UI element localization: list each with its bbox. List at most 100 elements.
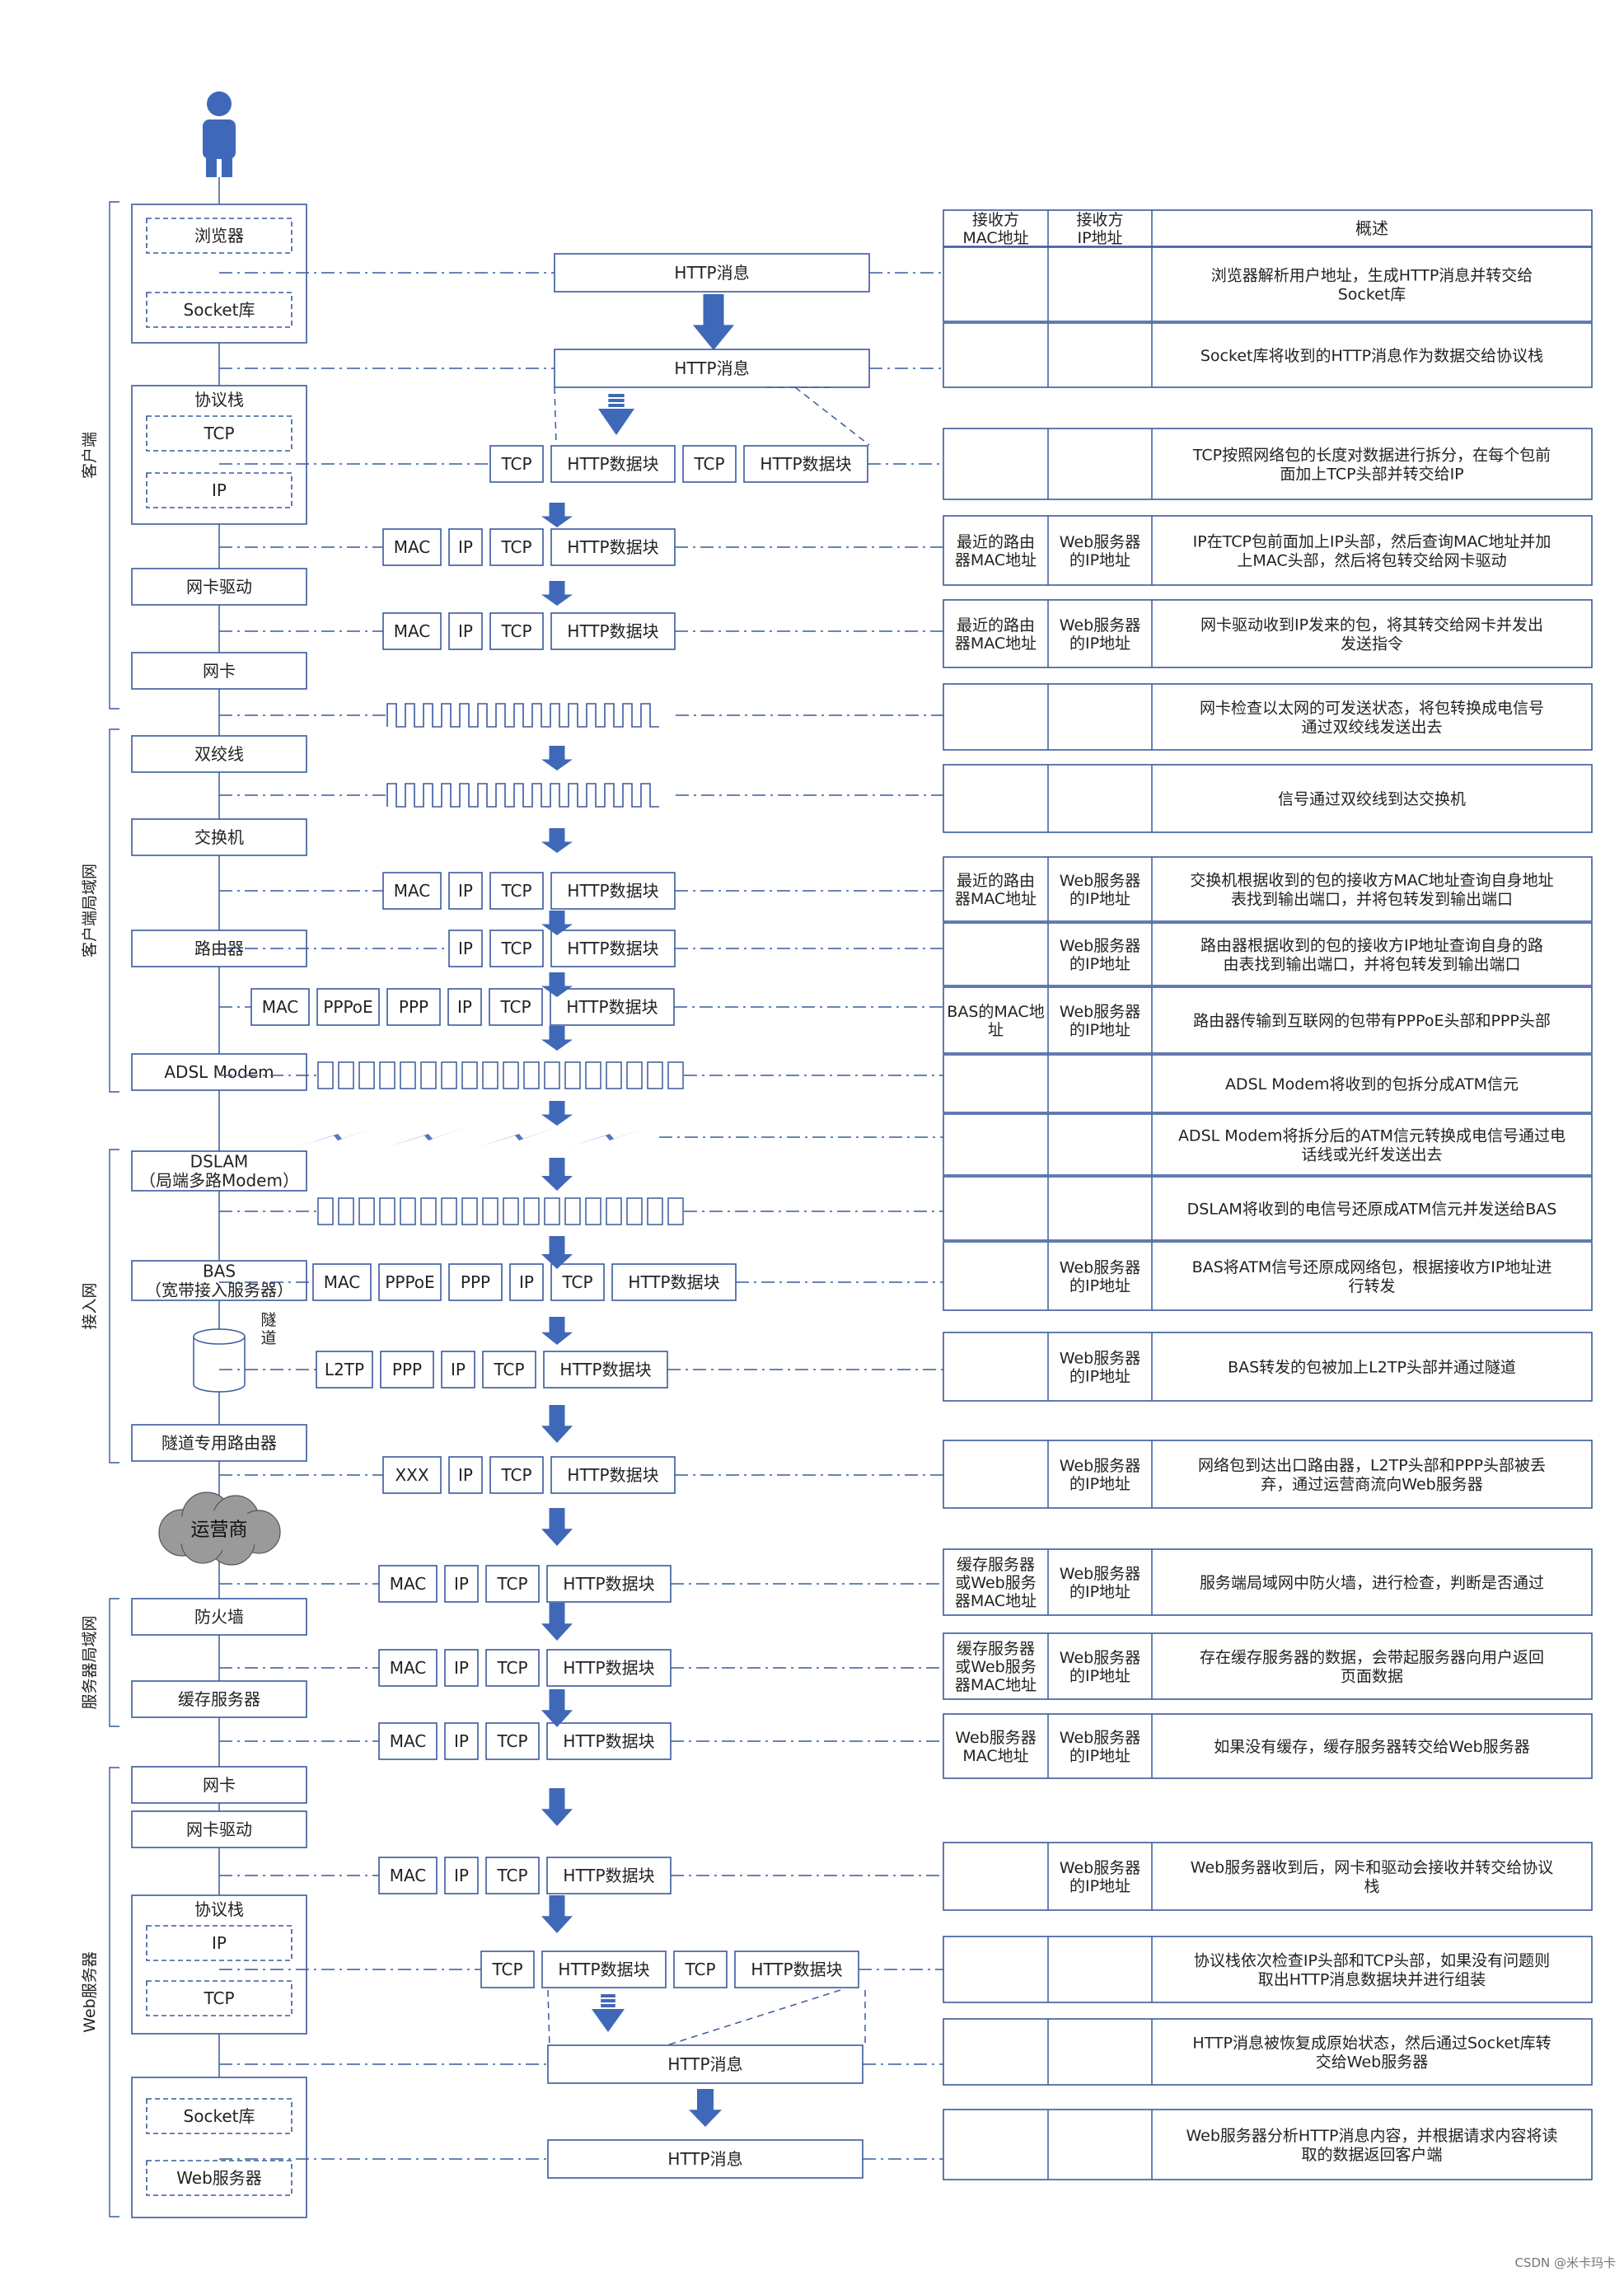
packet-field [448,1263,503,1301]
cell-summary: Web服务器收到后，网卡和驱动会接收并转交给协议栈 [1191,1858,1553,1895]
flow-arrow [541,1026,573,1051]
section-label: 服务器局域网 [81,1615,99,1709]
split-guide [794,386,870,446]
section-label: 客户端局域网 [81,864,99,958]
device-label: 网卡驱动 [186,1819,252,1839]
cell-summary: DSLAM将收到的电信号还原成ATM信元并发送给BAS [1187,1200,1557,1218]
packet-field [489,872,544,910]
http-message-label: HTTP消息 [667,2054,742,2074]
packet-field-label: TCP [500,1465,531,1485]
packet-field-label: TCP [500,454,531,474]
packet-field [546,1857,672,1894]
server-tcp-box [146,1980,293,2016]
packet-field [550,445,676,483]
switch-box [131,818,307,856]
packet-field [489,1456,544,1494]
cell-summary: HTTP消息被恢复成原始状态，然后通过Socket库转交给Web服务器 [1192,2034,1551,2071]
user-icon [203,91,236,177]
device-label: 双绞线 [194,744,244,764]
cell-recv-ip: Web服务器的IP地址 [1060,1649,1140,1685]
table-row [943,2018,1593,2086]
packet-field [444,1722,479,1760]
packet-field [550,1456,676,1494]
packet-field-label: IP [454,1731,469,1751]
device-label: BAS（宽带接入服务器） [145,1262,293,1300]
packet-field-label: PPP [399,997,428,1017]
flow-arrow [689,2089,722,2127]
flow-arrow [541,1603,573,1641]
cell-summary: 交换机根据收到的包的接收方MAC地址查询自身地址表找到输出端口，并将包转发到输出… [1190,871,1553,908]
watermark: CSDN @米卡玛卡 [1514,2255,1616,2270]
packet-field [448,872,483,910]
cell-recv-ip: Web服务器的IP地址 [1060,1349,1140,1385]
packet-field [541,1951,667,1988]
packet-field-label: TCP [493,1360,524,1379]
device-label: 防火墙 [194,1607,244,1627]
cell-summary: Socket库将收到的HTTP消息作为数据交给协议栈 [1200,347,1543,365]
socket-lib-box [146,292,293,328]
cell-recv-mac: 缓存服务器或Web服务器MAC地址 [955,1640,1037,1694]
split-guide [554,386,557,446]
section-label: 客户端 [81,432,99,479]
packet-field-label: IP [457,997,472,1017]
table-row [943,1440,1593,1509]
packet-field-label: IP [519,1272,534,1292]
flow-arrow [541,1101,573,1126]
table-row [943,1176,1593,1241]
device-label: 协议栈 [194,390,244,410]
flow-arrow [541,1689,573,1727]
cell-summary: 网络包到达出口路由器，L2TP头部和PPP头部被丢弃，通过运营商流向Web服务器 [1198,1456,1546,1493]
packet-field-label: MAC [394,881,431,901]
packet-field-label: HTTP数据块 [628,1272,719,1292]
tunnel-label: 隧道 [260,1311,276,1347]
packet-field [380,1351,434,1389]
twisted-pair-box [131,735,307,773]
cell-recv-ip: Web服务器的IP地址 [1060,1859,1140,1895]
packet-field-label: MAC [390,1731,427,1751]
packet-field-label: TCP [500,881,531,901]
packet-field [316,988,380,1026]
packet-field-label: HTTP数据块 [558,1960,649,1979]
packet-field-label: IP [454,1574,469,1594]
device-label: 交换机 [194,827,244,847]
packet-field [550,528,676,566]
merge-guide [547,1989,550,2049]
section-bracket [109,1149,119,1463]
cell-summary: 网卡驱动收到IP发来的包，将其转交给网卡并发出发送指令 [1200,616,1543,653]
packet-field [550,930,676,967]
nic-driver-box [131,568,307,606]
packet-field-label: HTTP数据块 [563,1731,654,1751]
table-row [943,986,1593,1054]
cell-recv-ip: Web服务器的IP地址 [1060,616,1140,653]
packet-field [485,1649,540,1687]
flow-arrow [541,1788,573,1826]
packet-field-label: L2TP [325,1360,364,1379]
cell-summary: ADSL Modem将拆分后的ATM信元转换成电信号通过电话线或光纤发送出去 [1178,1126,1565,1164]
packet-field-label: HTTP数据块 [567,537,658,557]
packet-field-label: TCP [684,1960,715,1979]
packet-field [509,1263,544,1301]
packet-field [378,1565,438,1603]
packet-field-label: IP [451,1360,466,1379]
packet-field-label: IP [458,1465,473,1485]
web-server-box [146,2160,293,2196]
ip-box [146,472,293,508]
packet-field [316,1351,373,1389]
packet-field-label: TCP [491,1960,522,1979]
packet-field [378,1722,438,1760]
packet-field [447,988,482,1026]
server-nic-box [131,1766,307,1804]
device-label: Socket库 [184,2106,255,2126]
packet-field-label: TCP [561,1272,592,1292]
packet-field [550,1263,605,1301]
packet-field-label: IP [458,881,473,901]
packet-field [485,1857,540,1894]
cell-recv-ip: Web服务器的IP地址 [1060,1565,1140,1601]
flow-arrow [693,294,734,350]
packet-field [489,930,544,967]
cell-summary: Web服务器分析HTTP消息内容，并根据请求内容将读取的数据返回客户端 [1186,2127,1557,2164]
